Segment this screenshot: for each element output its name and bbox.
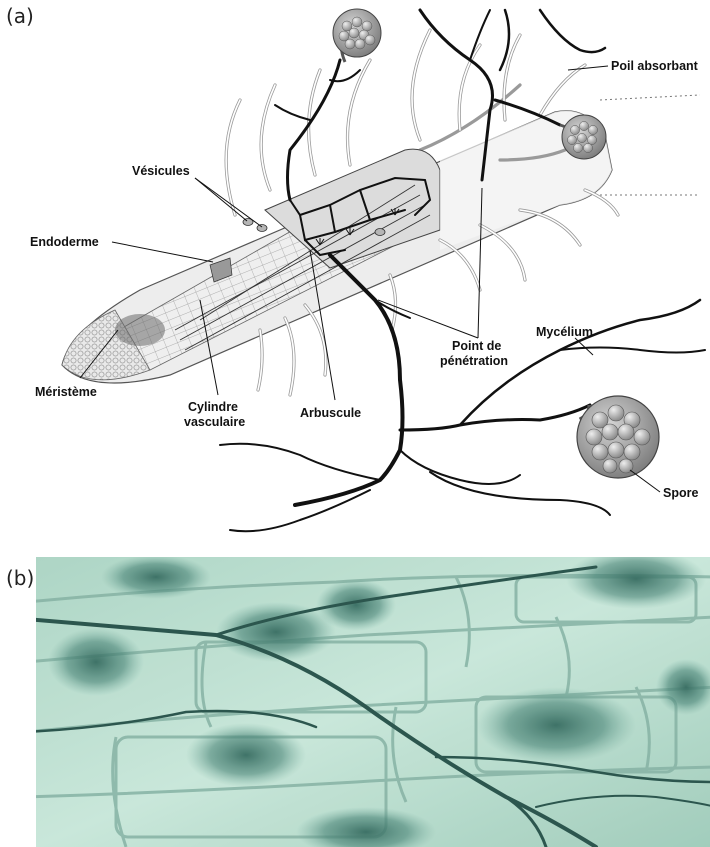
label-arbuscule: Arbuscule	[300, 406, 361, 420]
label-meristeme: Méristème	[35, 385, 97, 399]
panel-b-label: (b)	[6, 566, 34, 590]
label-mycelium: Mycélium	[536, 325, 593, 339]
label-penetration: pénétration	[440, 354, 508, 368]
label-cylindre: Cylindre	[188, 400, 238, 414]
label-endoderme: Endoderme	[30, 235, 99, 249]
label-vasculaire: vasculaire	[184, 415, 245, 429]
label-point-de: Point de	[452, 339, 501, 353]
label-poil-absorbant: Poil absorbant	[611, 59, 699, 73]
mycorrhiza-diagram: Poil absorbant Vésicules Endoderme Point…	[0, 0, 710, 550]
micrograph	[36, 557, 710, 847]
label-spore: Spore	[663, 486, 698, 500]
label-vesicules: Vésicules	[132, 164, 190, 178]
root	[62, 111, 612, 383]
spore-top	[333, 9, 381, 62]
spore-large	[577, 396, 659, 478]
